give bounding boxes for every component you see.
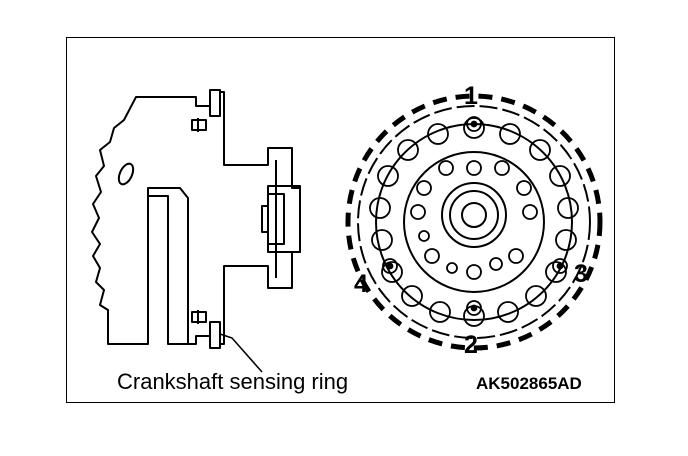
hub-ring-inner xyxy=(449,190,499,240)
bolt-1 xyxy=(466,116,482,132)
side-view xyxy=(91,89,301,373)
bolt-top xyxy=(191,118,207,132)
sensing-ring-top xyxy=(209,89,221,117)
flange-holes xyxy=(369,117,579,327)
crankshaft-body-outline xyxy=(91,91,301,345)
bolt-label-2: 2 xyxy=(464,331,478,359)
hub-ring xyxy=(441,182,507,248)
bolt-3 xyxy=(552,258,568,274)
bolt-label-1: 1 xyxy=(464,82,478,110)
figure-code: AK502865AD xyxy=(476,374,582,393)
hub-outer xyxy=(403,151,545,293)
bolt-label-4: 4 xyxy=(354,270,368,298)
bolt-label-3: 3 xyxy=(574,260,588,288)
sensing-ring-bottom xyxy=(209,321,221,349)
hub-inner xyxy=(261,193,285,245)
sensing-ring-caption: Crankshaft sensing ring xyxy=(117,369,349,394)
web-oval-hole xyxy=(117,162,135,186)
sensing-ring-teeth xyxy=(345,93,603,351)
bolt-bottom xyxy=(191,310,207,324)
leader-line xyxy=(219,333,263,373)
hub-center xyxy=(461,202,487,228)
hub-holes xyxy=(410,160,538,280)
numbered-bolts xyxy=(382,116,568,316)
flange-outer xyxy=(375,123,573,321)
front-view xyxy=(345,93,603,351)
sensing-ring-inner-edge xyxy=(357,105,591,339)
web-slot xyxy=(147,187,189,344)
bolt-2 xyxy=(466,300,482,316)
bolt-4 xyxy=(382,258,398,274)
